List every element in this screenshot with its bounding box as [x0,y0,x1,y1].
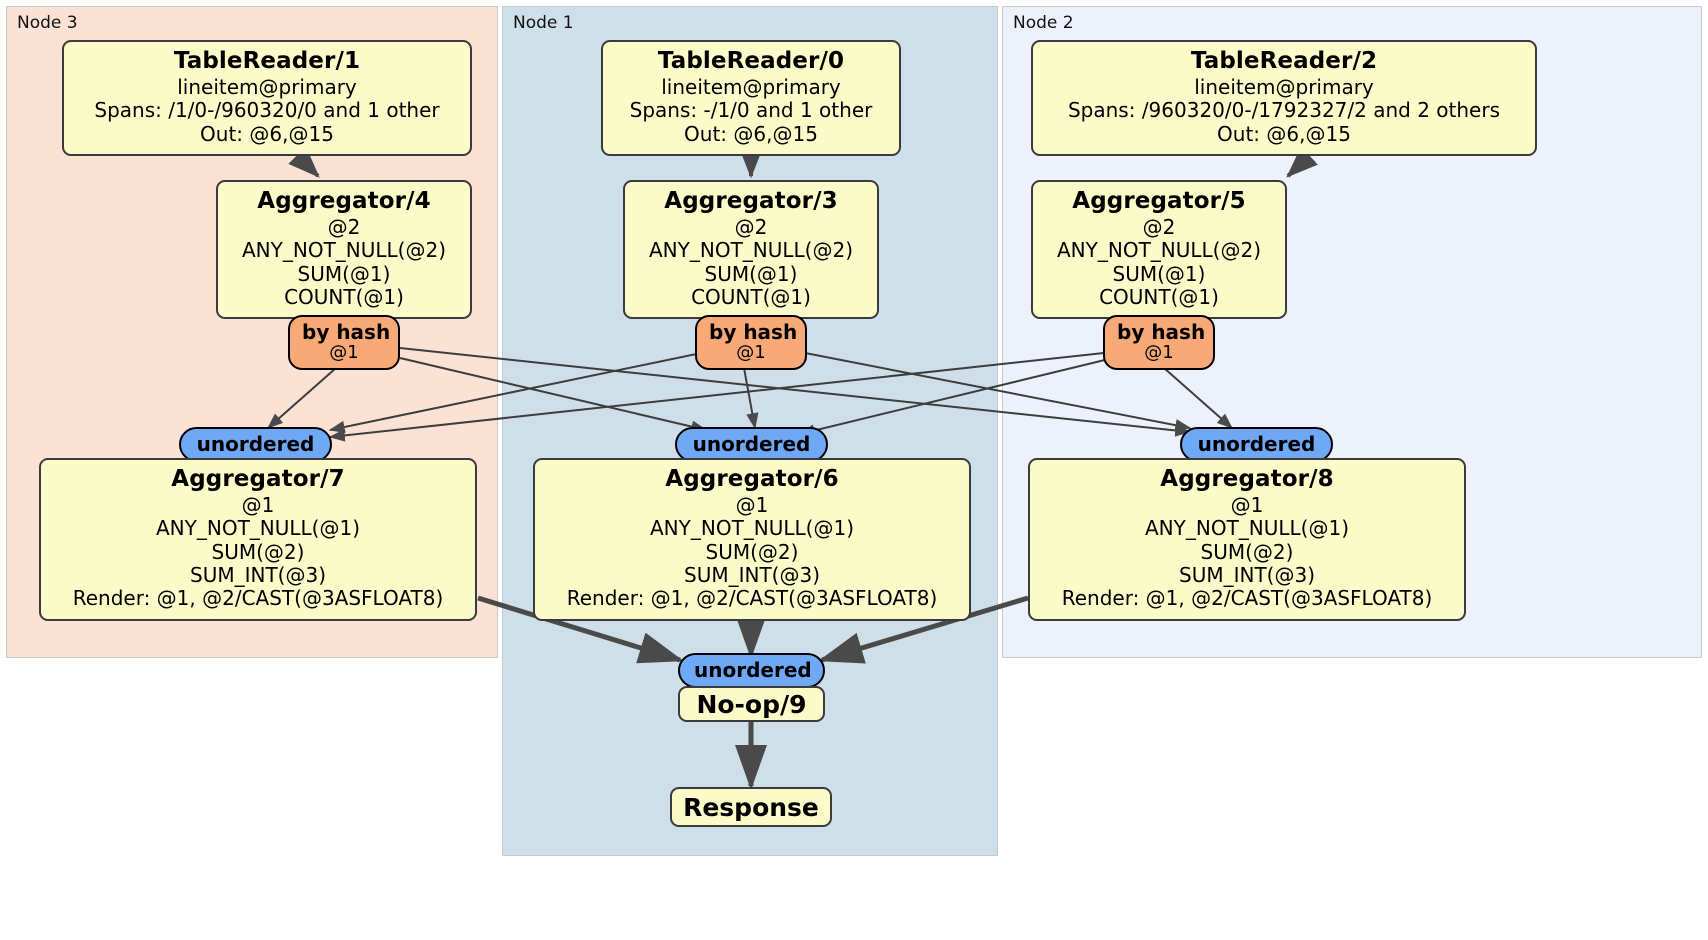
processor-line: @2 [327,214,361,239]
router-unordered-right[interactable]: unordered [1180,427,1333,462]
processor-line: SUM(@1) [1112,261,1206,286]
router-sublabel: @1 [736,342,766,363]
processor-title: TableReader/1 [173,48,361,74]
processor-line: @2 [734,214,768,239]
processor-line: ANY_NOT_NULL(@2) [649,238,853,263]
node-panel-label-node2: Node 2 [1013,13,1074,33]
router-label: by hash [1117,320,1206,344]
processor-line: ANY_NOT_NULL(@2) [242,238,446,263]
processor-line: Spans: /1/0-/960320/0 and 1 other [94,98,440,123]
processor-line: lineitem@primary [177,74,357,99]
processor-line: SUM(@2) [1200,539,1294,564]
processor-line: SUM_INT(@3) [684,563,820,588]
node-panel-label-node1: Node 1 [513,13,574,33]
processor-line: SUM(@1) [704,261,798,286]
router-label: by hash [709,320,798,344]
processor-aggregator-5[interactable]: Aggregator/5 @2 ANY_NOT_NULL(@2) SUM(@1)… [1031,180,1287,320]
processor-aggregator-4[interactable]: Aggregator/4 @2 ANY_NOT_NULL(@2) SUM(@1)… [216,180,472,320]
processor-line: @1 [241,492,275,517]
router-label: unordered [694,658,812,682]
processor-line: Render: @1, @2/CAST(@3ASFLOAT8) [1061,586,1433,611]
processor-line: ANY_NOT_NULL(@1) [156,516,360,541]
processor-title: Aggregator/7 [171,466,345,492]
processor-line: @1 [1230,492,1264,517]
router-label: unordered [692,432,811,456]
processor-line: Render: @1, @2/CAST(@3ASFLOAT8) [72,586,444,611]
processor-line: Render: @1, @2/CAST(@3ASFLOAT8) [566,586,938,611]
router-unordered-left[interactable]: unordered [179,427,332,462]
router-label: by hash [302,320,391,344]
processor-title: No-op/9 [696,689,807,719]
router-by-hash-right[interactable]: by hash @1 [1103,315,1215,370]
processor-title: Aggregator/5 [1072,188,1246,214]
processor-line: @1 [735,492,769,517]
router-by-hash-center[interactable]: by hash @1 [695,315,807,370]
processor-line: SUM_INT(@3) [1179,563,1315,588]
router-label: unordered [1197,432,1316,456]
processor-tablereader-2[interactable]: TableReader/2 lineitem@primary Spans: /9… [1031,40,1537,157]
processor-line: COUNT(@1) [1099,285,1219,310]
processor-line: lineitem@primary [1194,74,1374,99]
processor-title: Response [683,792,819,822]
node-panel-label-node3: Node 3 [17,13,78,33]
processor-line: lineitem@primary [661,74,841,99]
processor-noop-9[interactable]: No-op/9 [678,686,825,722]
processor-line: SUM(@2) [211,539,305,564]
processor-tablereader-1[interactable]: TableReader/1 lineitem@primary Spans: /1… [62,40,472,157]
processor-aggregator-6[interactable]: Aggregator/6 @1 ANY_NOT_NULL(@1) SUM(@2)… [533,458,971,621]
processor-line: SUM(@2) [705,539,799,564]
processor-line: COUNT(@1) [284,285,404,310]
processor-title: TableReader/0 [657,48,845,74]
processor-line: ANY_NOT_NULL(@1) [650,516,854,541]
router-sublabel: @1 [1144,342,1174,363]
processor-line: Out: @6,@15 [200,121,334,146]
processor-line: SUM_INT(@3) [190,563,326,588]
processor-aggregator-7[interactable]: Aggregator/7 @1 ANY_NOT_NULL(@1) SUM(@2)… [39,458,477,621]
router-sublabel: @1 [329,342,359,363]
processor-title: Aggregator/3 [664,188,838,214]
processor-line: Out: @6,@15 [1217,121,1351,146]
processor-line: COUNT(@1) [691,285,811,310]
processor-response[interactable]: Response [670,787,832,827]
processor-line: ANY_NOT_NULL(@1) [1145,516,1349,541]
router-by-hash-left[interactable]: by hash @1 [288,315,400,370]
processor-line: Spans: -/1/0 and 1 other [629,98,873,123]
processor-line: Spans: /960320/0-/1792327/2 and 2 others [1067,98,1500,123]
router-unordered-final[interactable]: unordered [678,653,825,688]
processor-title: Aggregator/6 [665,466,839,492]
processor-line: Out: @6,@15 [684,121,818,146]
processor-aggregator-3[interactable]: Aggregator/3 @2 ANY_NOT_NULL(@2) SUM(@1)… [623,180,879,320]
processor-line: @2 [1142,214,1176,239]
processor-title: Aggregator/8 [1160,466,1334,492]
processor-aggregator-8[interactable]: Aggregator/8 @1 ANY_NOT_NULL(@1) SUM(@2)… [1028,458,1466,621]
processor-line: ANY_NOT_NULL(@2) [1057,238,1261,263]
processor-title: TableReader/2 [1190,48,1378,74]
router-label: unordered [196,432,315,456]
processor-title: Aggregator/4 [257,188,431,214]
processor-line: SUM(@1) [297,261,391,286]
router-unordered-center[interactable]: unordered [675,427,828,462]
processor-tablereader-0[interactable]: TableReader/0 lineitem@primary Spans: -/… [601,40,901,157]
